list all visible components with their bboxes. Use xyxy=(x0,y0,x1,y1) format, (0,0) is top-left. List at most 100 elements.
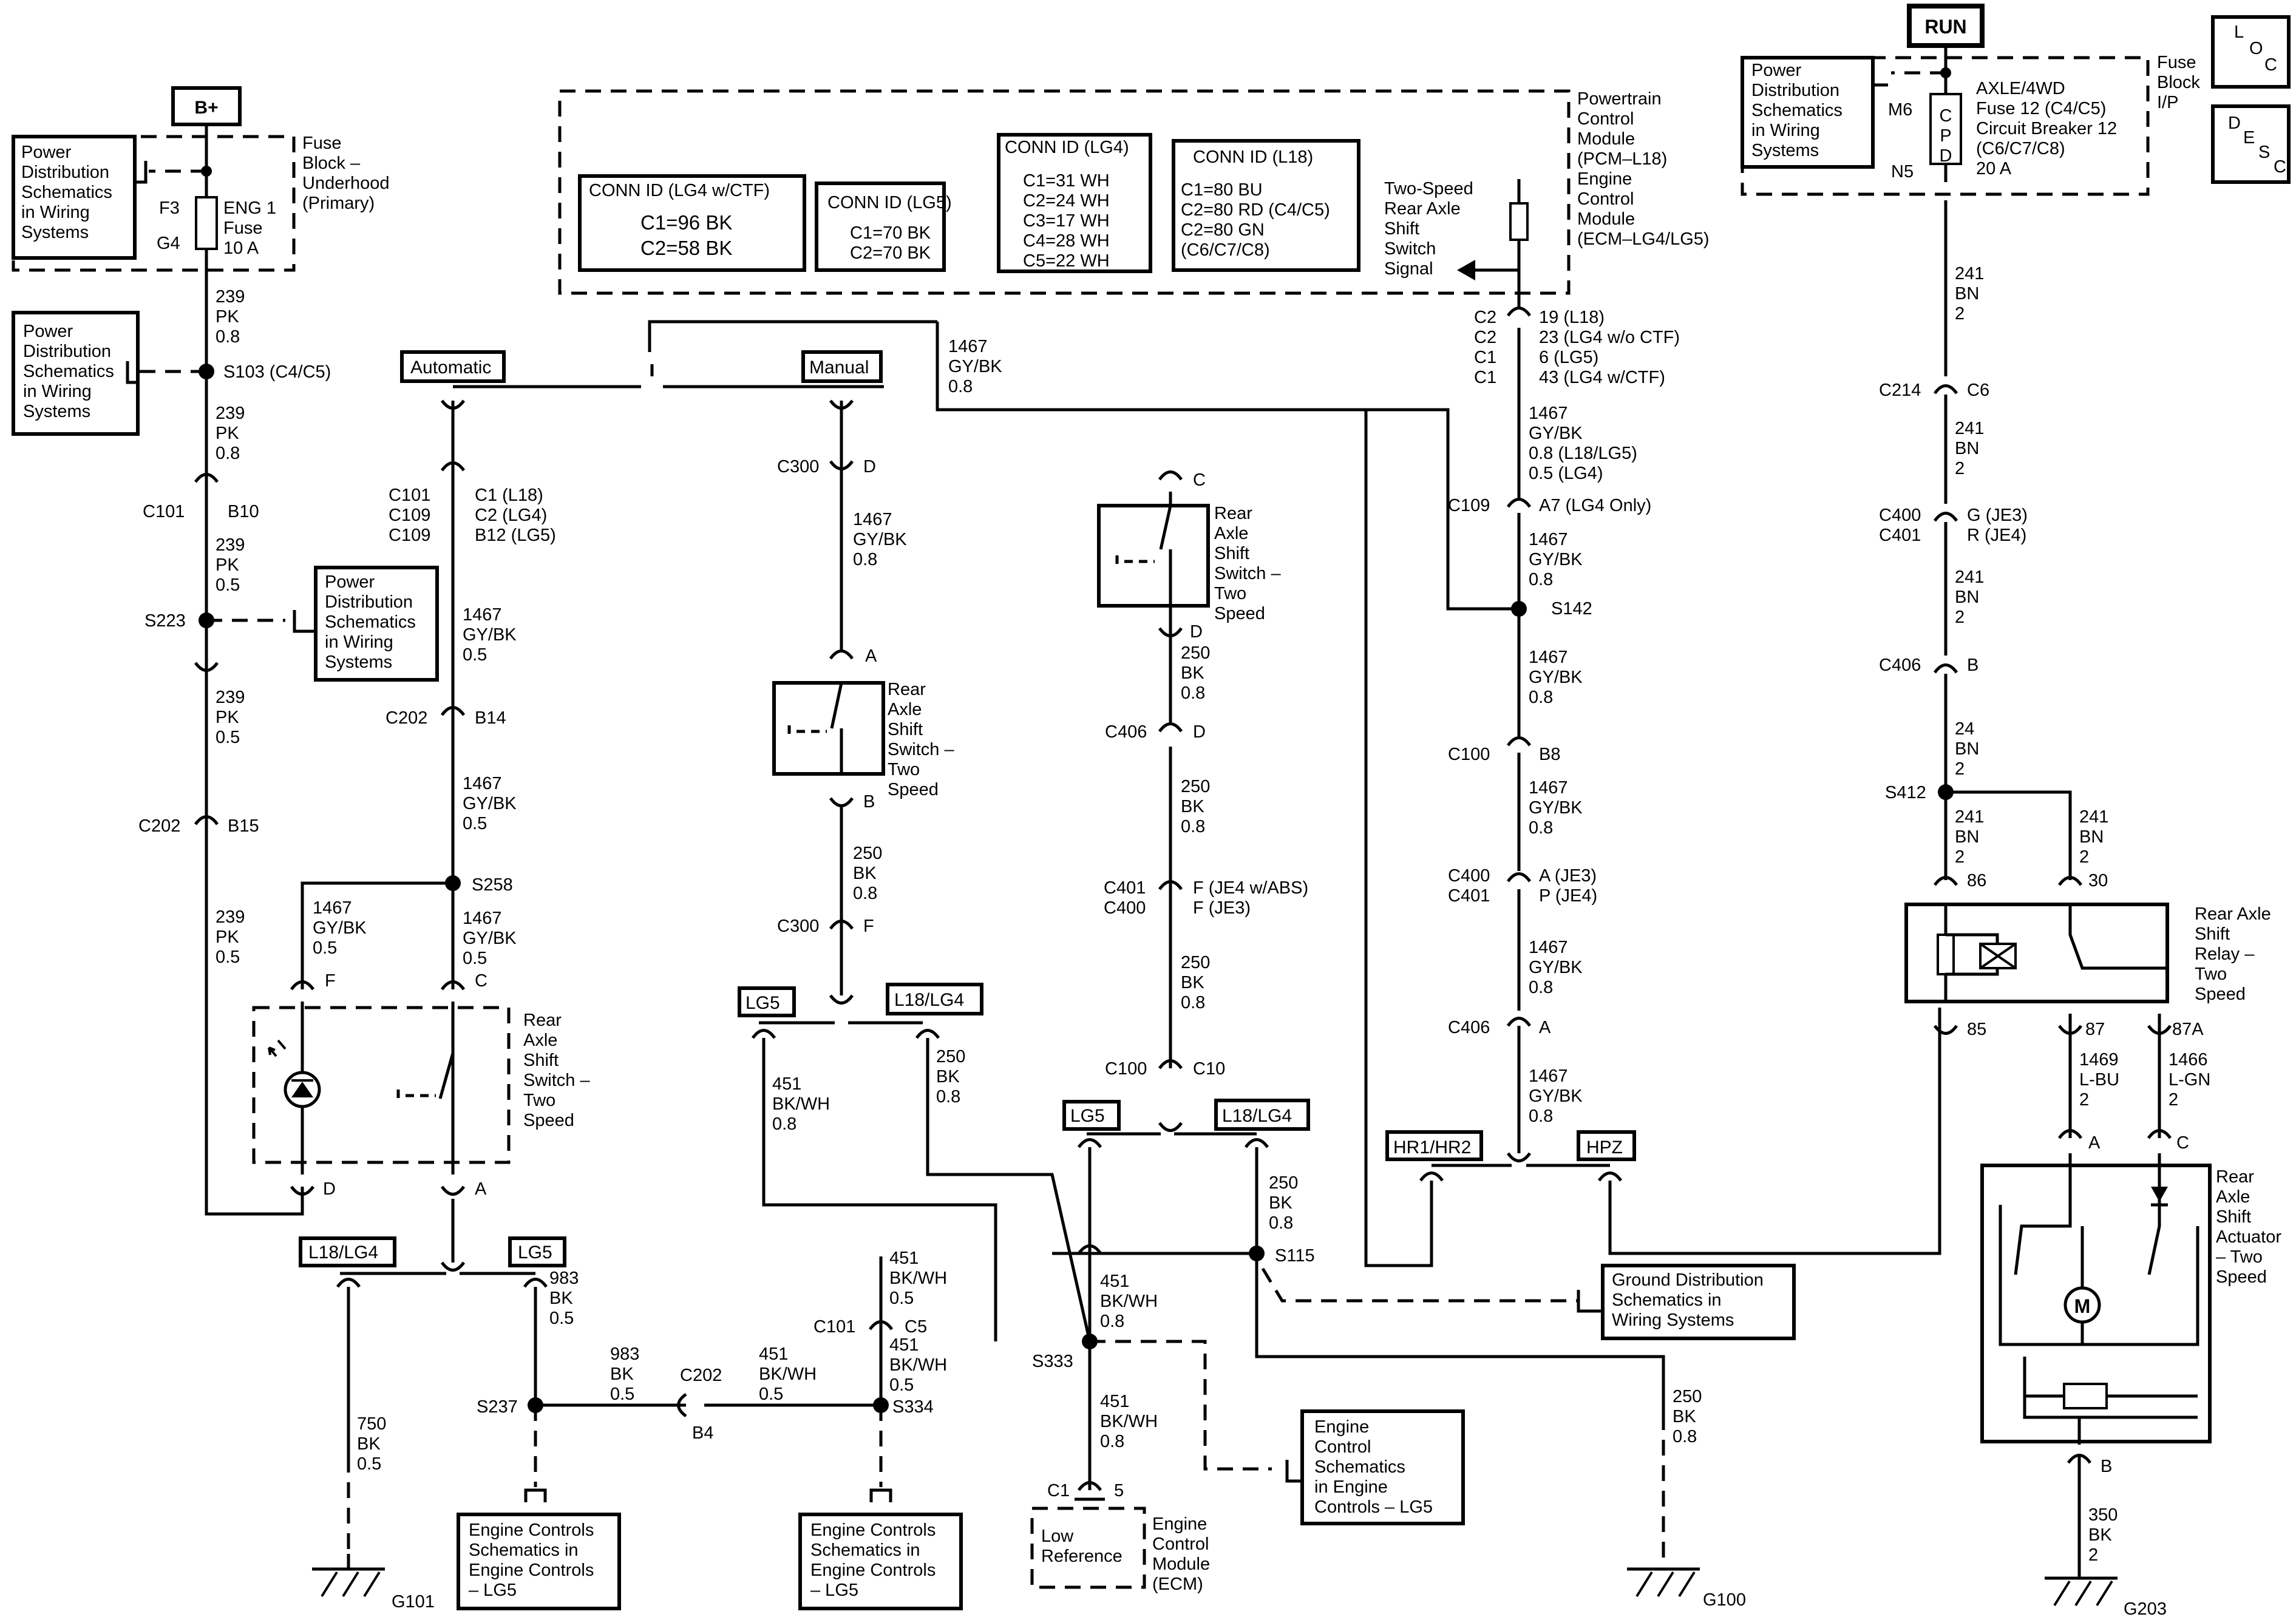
ref3-text: in Wiring xyxy=(325,632,393,652)
hr1hr2-box[interactable] xyxy=(1385,1130,1483,1161)
pins-right-text: 43 (LG4 w/CTF) xyxy=(1539,368,1665,387)
engine-ref-mid-box[interactable] xyxy=(1300,1409,1465,1525)
w239a-text: PK xyxy=(216,307,239,327)
w1467j-text: 0.8 xyxy=(1529,688,1553,707)
fuse-block-ip xyxy=(1741,56,2150,196)
actuator-text: Axle xyxy=(2216,1187,2250,1207)
fuse-block-under xyxy=(12,135,296,272)
relay-text: Speed xyxy=(2195,985,2246,1004)
engine-ref-left-box[interactable] xyxy=(457,1513,621,1610)
w1467i-text: 0.8 xyxy=(1529,570,1553,589)
g101-text: G101 xyxy=(392,1592,435,1612)
c101-r-text: C2 (LG4) xyxy=(475,506,547,525)
w1466-text: 1466 xyxy=(2169,1050,2208,1070)
pin-d2-text: D xyxy=(863,457,876,476)
ground-g100 xyxy=(1627,1567,1700,1598)
w451c-text: 451 xyxy=(889,1335,919,1355)
engine-ref-center-box[interactable] xyxy=(798,1513,963,1610)
s103-text: S103 (C4/C5) xyxy=(223,362,331,382)
ref-box-3[interactable] xyxy=(314,566,439,682)
relay-text: Shift xyxy=(2195,924,2230,944)
c400a-text: C401 xyxy=(1448,886,1490,906)
w451f-text: BK/WH xyxy=(1100,1412,1158,1431)
wire-241-right xyxy=(1946,790,2072,880)
conn-lg4-box xyxy=(997,133,1152,273)
lg5-c-box[interactable] xyxy=(1062,1100,1121,1131)
connectors xyxy=(194,307,2172,1491)
pin-a2-text: A xyxy=(865,646,877,666)
c10-text: C10 xyxy=(1193,1059,1225,1079)
rows-text: (C6/C7/C8) xyxy=(1181,240,1270,260)
w250a-text: 250 xyxy=(853,844,882,863)
w451a-text: BK/WH xyxy=(759,1364,817,1384)
lg5-a-box[interactable] xyxy=(508,1236,566,1267)
pin-a5-text: A xyxy=(1539,1018,1551,1037)
pin-c7-text: C xyxy=(2176,1133,2189,1153)
w1467l-text: 0.8 xyxy=(1529,978,1553,997)
hpz-box[interactable] xyxy=(1577,1130,1636,1161)
w250a-text: 0.8 xyxy=(853,884,877,903)
s142-text: S142 xyxy=(1551,599,1592,619)
signal-text: Shift xyxy=(1384,219,1419,239)
lg5-a-text: LG5 xyxy=(518,1242,552,1263)
relay-symbols xyxy=(1937,904,2169,1002)
run-text: RUN xyxy=(1924,16,1966,38)
engine-ref-left-text: Engine Controls xyxy=(469,1520,594,1540)
s334-text: S334 xyxy=(892,1397,934,1417)
w451b-text: 451 xyxy=(889,1249,919,1268)
l18lg4-a-box[interactable] xyxy=(299,1236,396,1267)
w750-text: BK xyxy=(357,1434,381,1454)
rass1-text: Shift xyxy=(523,1051,559,1070)
lg5-b-box[interactable] xyxy=(738,986,796,1017)
c401a-text: C401 xyxy=(1104,878,1146,898)
rows-text: C2=70 BK xyxy=(850,243,931,263)
wire-hpz xyxy=(1608,1008,1941,1255)
w241c-text: BN xyxy=(1955,588,1979,607)
pin-f2-text: F xyxy=(863,917,874,936)
rass1-text: Switch – xyxy=(523,1071,590,1090)
b10-text: B10 xyxy=(228,502,259,521)
ref1-text: Systems xyxy=(21,223,89,242)
p85-text: 85 xyxy=(1967,1020,1986,1039)
ref-box-4[interactable] xyxy=(1741,56,1875,169)
engine-ref-mid-text: Control xyxy=(1314,1437,1371,1457)
b15-text: B15 xyxy=(228,816,259,836)
l18lg4-c-box[interactable] xyxy=(1214,1099,1310,1131)
low-ref-text: Reference xyxy=(1041,1547,1123,1566)
automatic-box[interactable] xyxy=(400,350,506,383)
c406b-text: C406 xyxy=(1448,1018,1490,1037)
rows-text: C3=17 WH xyxy=(1023,211,1110,231)
c406c-text: C406 xyxy=(1879,656,1921,675)
w1469-text: 2 xyxy=(2079,1090,2089,1110)
module-text: Module xyxy=(1577,129,1635,149)
title-text: CONN ID (LG4) xyxy=(1005,138,1129,157)
fuse-eng1-text: ENG 1 xyxy=(223,198,276,218)
a-jes-text: P (JE4) xyxy=(1539,886,1597,906)
module-text: (ECM–LG4/LG5) xyxy=(1577,229,1710,249)
w1469-text: 1469 xyxy=(2079,1050,2119,1070)
manual-box[interactable] xyxy=(801,350,883,383)
fuse-f3-text: F3 xyxy=(159,198,180,218)
w250e-text: 0.8 xyxy=(1181,993,1205,1012)
w1467k-text: 1467 xyxy=(1529,778,1568,798)
ref-box-1[interactable] xyxy=(12,135,137,260)
ref-box-2[interactable] xyxy=(12,311,140,436)
c401a-text: C400 xyxy=(1104,898,1146,918)
w239e-text: PK xyxy=(216,927,239,947)
manual-text: Manual xyxy=(809,358,869,378)
ground-ref-box[interactable] xyxy=(1601,1264,1796,1340)
w1467h-text: GY/BK xyxy=(1529,424,1583,443)
w241a-text: BN xyxy=(1955,284,1979,303)
s223-text: S223 xyxy=(144,611,186,631)
loc-text: L xyxy=(2234,22,2244,42)
b14-text: B14 xyxy=(475,708,506,728)
l18lg4-b-box[interactable] xyxy=(886,983,983,1015)
actuator-text: Shift xyxy=(2216,1207,2251,1227)
ref4-text: Schematics xyxy=(1751,101,1843,120)
fuse-eng1 xyxy=(195,196,218,250)
desc-text: D xyxy=(2228,114,2241,133)
rows-text: C1=70 BK xyxy=(850,223,931,243)
ref2-text: in Wiring xyxy=(23,382,92,401)
w250g-text: 250 xyxy=(1673,1387,1702,1406)
w1467d-text: GY/BK xyxy=(463,929,517,948)
